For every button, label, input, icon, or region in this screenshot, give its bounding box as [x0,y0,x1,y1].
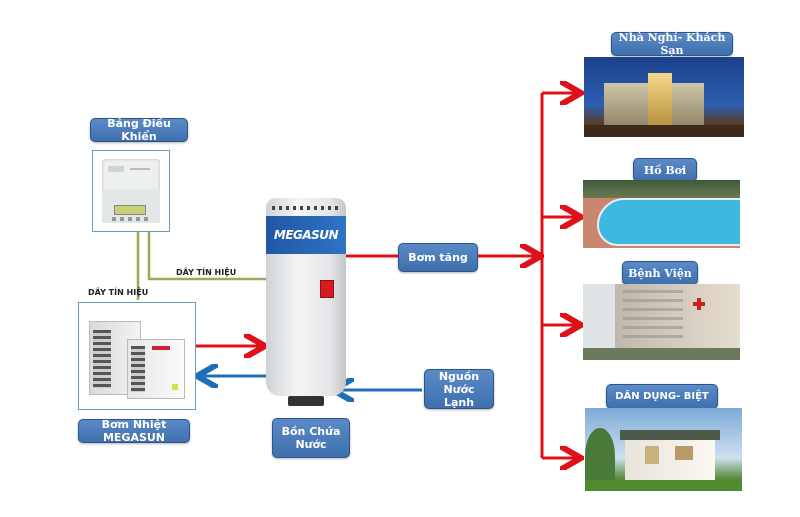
destination-hotel-label-text: Nhà Nghỉ- Khách Sạn [618,31,726,57]
booster-pump-label-text: Bơm tăng [408,251,468,264]
destination-residential-label-text: DÂN DỤNG- BIỆT [615,391,709,402]
destination-hotel-label: Nhà Nghỉ- Khách Sạn [611,31,733,57]
destination-hospital-label-text: Bệnh Viện [628,266,692,280]
water-tank-image: MEGASUN [266,198,346,406]
booster-pump-label: Bơm tăng [398,243,478,272]
tank-brand-text: MEGASUN [273,228,339,242]
cold-water-source-label: Nguồn Nước Lạnh [424,369,494,409]
tank-label-text: Bồn Chứa Nước [281,425,341,451]
cold-water-label-text: Nguồn Nước Lạnh [438,369,480,409]
signal-wire-2 [147,232,268,281]
control-panel-image [92,150,170,232]
destination-hospital-label: Bệnh Viện [622,261,698,285]
control-panel-label-text: Bảng Điều Khiển [107,117,171,143]
destination-pool-label: Hồ Bơi [633,158,697,182]
tank-control-box [320,280,334,298]
residential-photo [585,408,742,491]
heat-pump-label-text: Bơm Nhiệt MEGASUN [101,418,167,444]
hotel-photo [584,57,744,137]
tank-label: Bồn Chứa Nước [272,418,350,458]
heat-pump-image [78,302,196,410]
hospital-photo [583,284,740,360]
destination-residential-label: DÂN DỤNG- BIỆT [606,384,718,409]
tank-brand-band: MEGASUN [266,216,346,254]
control-panel-label: Bảng Điều Khiển [90,117,188,143]
lcd-display [114,205,146,215]
destination-pool-label-text: Hồ Bơi [643,163,687,177]
signal-wire-label-1: DÂY TÍN HIỆU [176,268,237,277]
signal-wire-label-2: DÂY TÍN HIỆU [88,288,149,297]
heat-pump-label: Bơm Nhiệt MEGASUN [78,418,190,444]
pool-photo [583,180,740,248]
